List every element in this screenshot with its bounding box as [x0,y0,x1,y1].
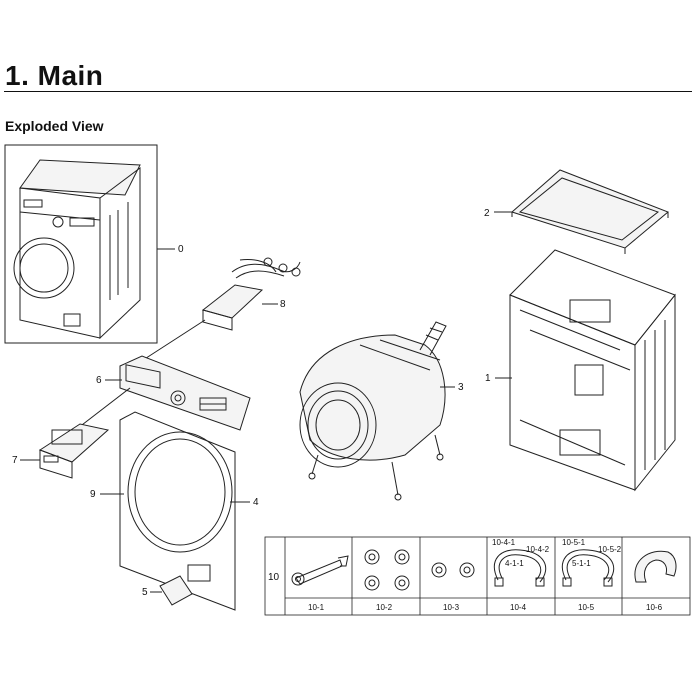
callout-4: 4 [253,497,259,508]
callout-8: 8 [280,299,286,310]
title-divider [4,91,692,92]
callout-0: 0 [178,244,184,255]
table-col-10-6: 10-6 [646,603,663,612]
top-cover-icon [511,169,669,254]
service-cover-icon [159,575,193,606]
label-4-1-1: 4-1-1 [505,559,524,568]
cap-icon [364,549,410,591]
callout-7: 7 [12,455,18,466]
label-10-5-2: 10-5-2 [598,545,622,554]
hose-icon [561,549,615,587]
wrench-icon [291,555,349,586]
table-col-10-1: 10-1 [308,603,325,612]
callout-9: 9 [90,489,96,500]
callout-3: 3 [458,382,464,393]
table-row-label: 10 [268,572,280,583]
callout-1: 1 [485,373,491,384]
label-10-4-1: 10-4-1 [492,538,516,547]
table-col-10-3: 10-3 [443,603,460,612]
label-10-5-1: 10-5-1 [562,538,586,547]
callout-2: 2 [484,208,490,219]
callout-6: 6 [96,375,102,386]
cap-icon [431,562,475,578]
control-panel-icon [119,355,251,431]
callout-5: 5 [142,587,148,598]
hose-icon [493,549,547,587]
accessory-table [264,536,691,616]
table-col-10-2: 10-2 [376,603,393,612]
cabinet-frame-icon [509,249,676,492]
washer-assembly-icon [4,144,158,344]
door-frame-icon [119,411,236,611]
drawer-icon [38,423,110,479]
label-10-4-2: 10-4-2 [526,545,550,554]
valve-harness-icon [201,257,301,331]
page-title: 1. Main [5,60,104,91]
table-col-10-4: 10-4 [510,603,527,612]
label-5-1-1: 5-1-1 [572,559,591,568]
tub-drum-icon [299,321,447,501]
section-subtitle: Exploded View [5,118,104,134]
bracket-icon [634,550,677,583]
table-col-10-5: 10-5 [578,603,595,612]
